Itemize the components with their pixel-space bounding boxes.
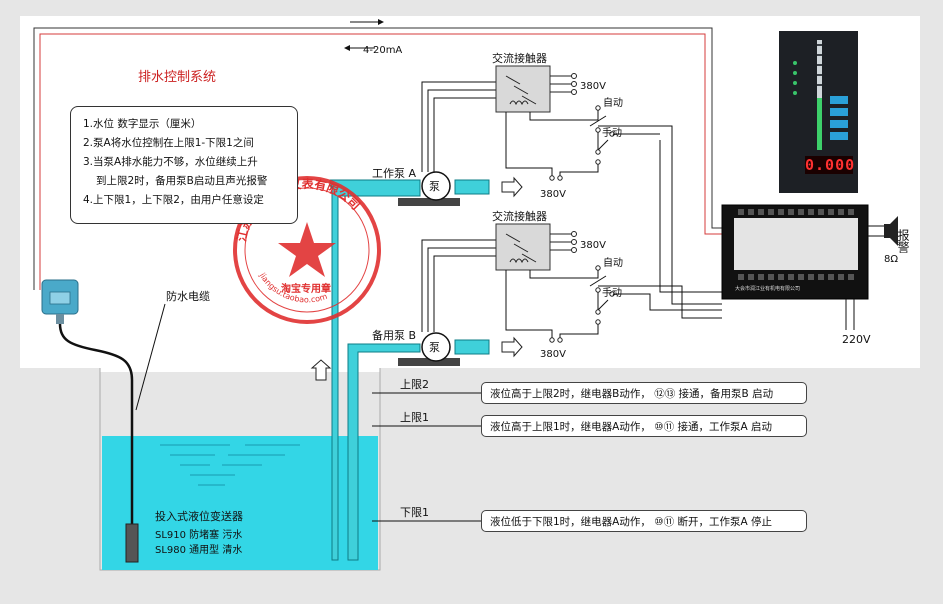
note-3: 3.当泵A排水能力不够，水位继续上升	[83, 156, 258, 168]
voltage-a-label: 380V	[580, 81, 606, 92]
pump-b	[398, 332, 460, 366]
contactor-a	[495, 65, 551, 113]
alarm-label-1: 报警	[896, 228, 910, 253]
manual-a-label: 手动	[602, 126, 622, 139]
signal-line-red	[39, 33, 722, 290]
signal-arrow-right	[350, 19, 384, 25]
pump-a-char: 泵	[429, 180, 440, 193]
sensor-line-2: SL910 防堵塞 污水	[155, 528, 242, 541]
diagram-title: 排水控制系统	[138, 70, 217, 85]
limit-upper1-label: 上限1	[400, 411, 429, 424]
power-wiring	[845, 225, 884, 330]
standby-pump-label: 备用泵 B	[372, 328, 416, 342]
limit-upper2-label: 上限2	[400, 378, 429, 391]
note-2: 2.泵A将水位控制在上限1-下限1之间	[83, 137, 254, 149]
manual-b-label: 手动	[602, 286, 622, 299]
water-ripples	[160, 444, 300, 486]
outlet-arrows	[310, 176, 523, 381]
stamp-seal	[233, 176, 381, 324]
alarm-speaker-icon	[884, 216, 898, 246]
contactor-b	[495, 223, 551, 271]
alarm-ohm-label: 8Ω	[884, 254, 898, 265]
control-circuit-b	[505, 270, 722, 338]
limit-lower1-label: 下限1	[400, 506, 429, 519]
auto-b-label: 自动	[603, 256, 623, 269]
signal-line-black	[33, 27, 722, 290]
pump-pipes	[329, 179, 490, 561]
pump-a	[398, 171, 460, 206]
stamp-center-text: 淘宝专用章	[281, 282, 331, 295]
display-digits: 0.000	[805, 156, 856, 174]
controller-brand: 大会市润江业有机电有限公司	[735, 285, 800, 292]
limit-lines	[372, 392, 481, 522]
cable-label: 防水电缆	[166, 289, 210, 303]
voltage-a-bottom-label: 380V	[540, 189, 566, 200]
control-circuit-a	[505, 110, 722, 305]
pump-wiring	[421, 81, 497, 332]
contactor-b-label: 交流接触器	[492, 209, 547, 223]
signal-arrow-left	[344, 45, 375, 51]
voltage-b-label: 380V	[580, 240, 606, 251]
level-transmitter	[41, 279, 79, 324]
terminals-380v-a	[550, 73, 577, 95]
notes-box: 1.水位 数字显示（厘米） 2.泵A将水位控制在上限1-下限1之间 3.当泵A排…	[70, 106, 298, 224]
condition-upper2: 液位高于上限2时，继电器B动作， ⑫⑬ 接通，备用泵B 启动	[481, 382, 807, 404]
signal-label: 4-20mA	[363, 45, 402, 56]
work-pump-label: 工作泵 A	[372, 167, 416, 180]
condition-lower1: 液位低于下限1时，继电器A动作， ⑩⑪ 断开，工作泵A 停止	[481, 510, 807, 532]
note-1: 1.水位 数字显示（厘米）	[83, 118, 202, 130]
note-4: 4.上下限1，上下限2，由用户任意设定	[83, 194, 264, 206]
submersible-probe	[125, 523, 139, 563]
pump-b-char: 泵	[429, 341, 440, 354]
sensor-line-1: 投入式液位变送器	[155, 509, 243, 523]
control-contacts-a	[549, 105, 615, 181]
terminals-380v-b	[550, 231, 577, 253]
note-3-continued: 到上限2时，备用泵B启动且声光报警	[96, 175, 268, 187]
waterproof-cable	[58, 323, 134, 524]
controller-box	[721, 204, 869, 300]
contactor-a-label: 交流接触器	[492, 51, 547, 65]
auto-a-label: 自动	[603, 96, 623, 109]
supply-label: 220V	[842, 333, 871, 346]
condition-upper1: 液位高于上限1时，继电器A动作， ⑩⑪ 接通，工作泵A 启动	[481, 415, 807, 437]
voltage-b-bottom-label: 380V	[540, 349, 566, 360]
control-contacts-b	[549, 265, 615, 343]
sensor-line-3: SL980 通用型 清水	[155, 543, 242, 556]
cable-leader	[135, 303, 166, 411]
